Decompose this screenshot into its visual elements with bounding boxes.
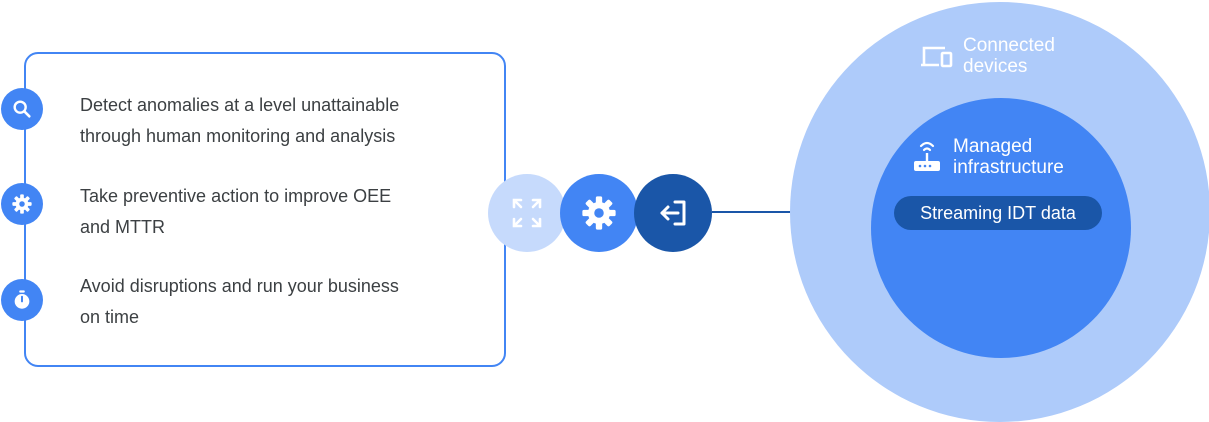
- gear-icon: [1, 183, 43, 225]
- exit-arrow-icon: [634, 174, 712, 252]
- connected-devices-label: Connected devices: [963, 35, 1055, 77]
- search-icon: [1, 88, 43, 130]
- router-icon: [912, 138, 942, 179]
- expand-icon: [488, 174, 566, 252]
- streaming-idt-data-pill: Streaming IDT data: [894, 196, 1102, 230]
- stopwatch-icon: [1, 279, 43, 321]
- gear-icon: [560, 174, 638, 252]
- devices-icon: [920, 44, 954, 75]
- benefit-text-1: Detect anomalies at a level unattainable…: [80, 95, 400, 146]
- benefit-text-2: Take preventive action to improve OEE an…: [80, 186, 392, 237]
- benefits-card: [24, 52, 506, 367]
- streaming-idt-data-label: Streaming IDT data: [920, 202, 1076, 223]
- managed-infrastructure-label: Managed infrastructure: [953, 136, 1064, 178]
- benefit-text-3: Avoid disruptions and run your business …: [80, 276, 399, 327]
